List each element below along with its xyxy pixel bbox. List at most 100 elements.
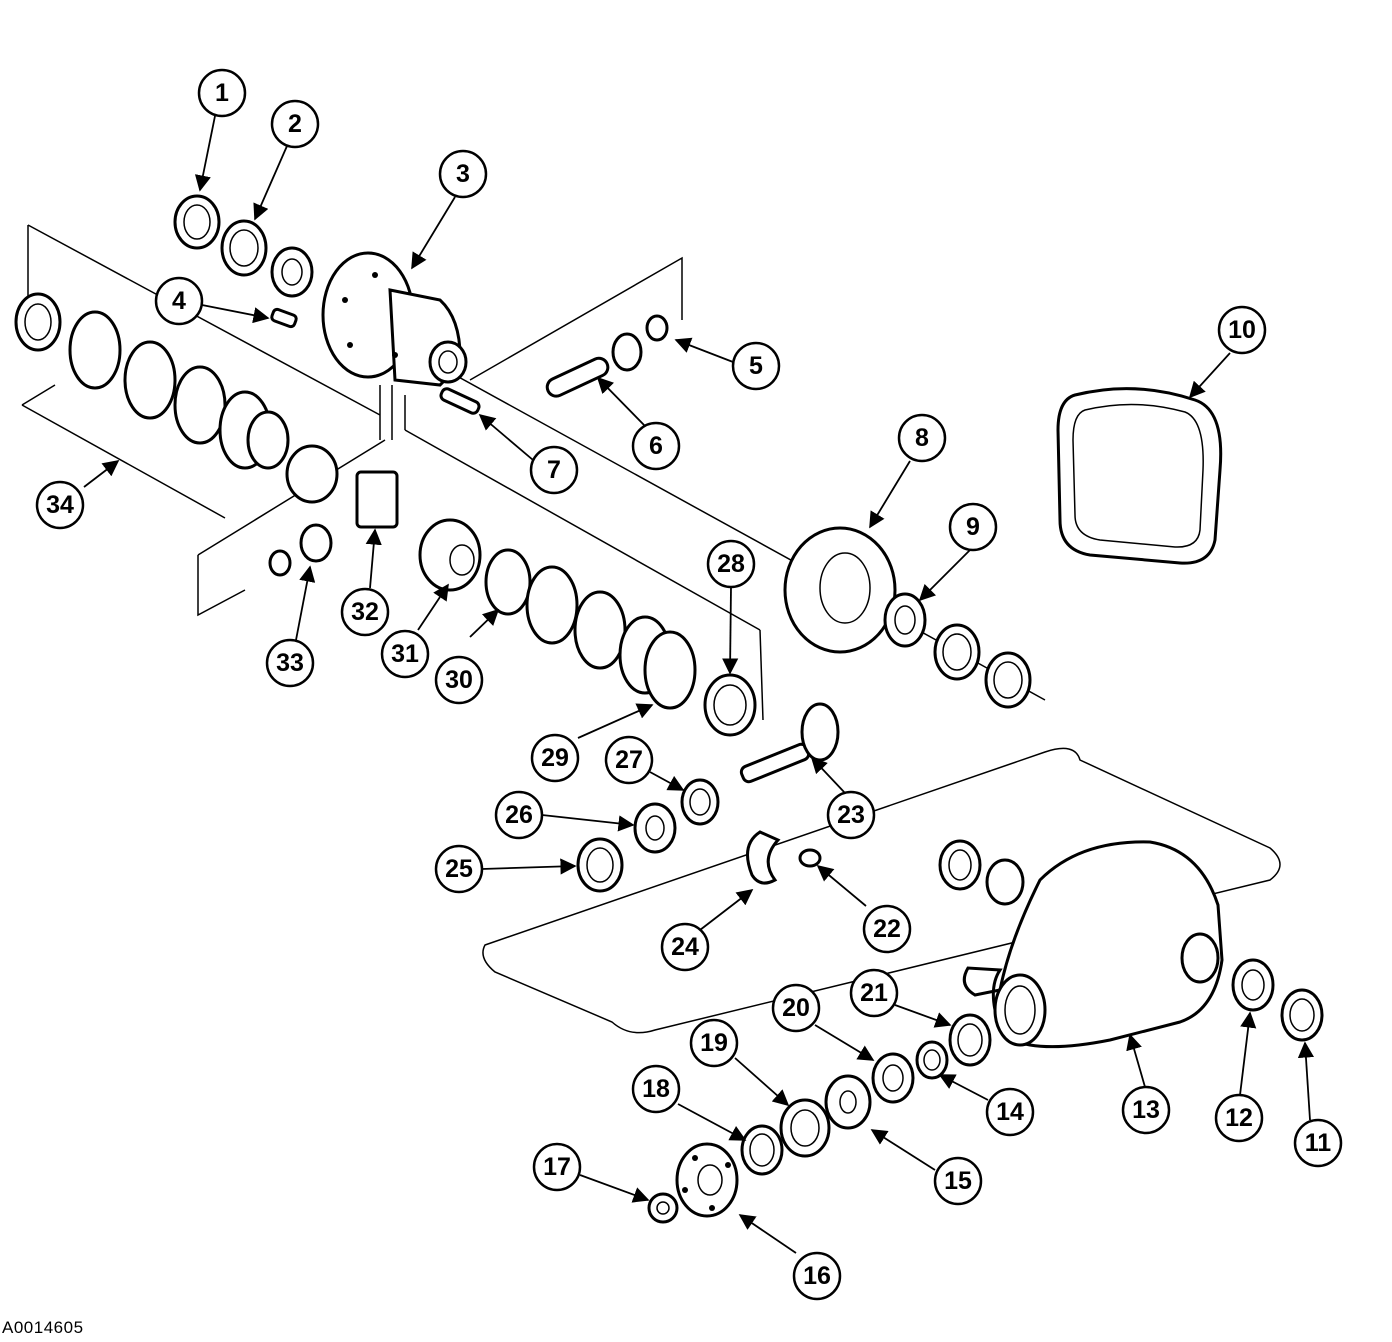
callout-22: [862, 904, 912, 954]
callout-label-11: 11: [1305, 1129, 1332, 1157]
callout-labels: 1 2 3 4 5 6 7 8 9 10 11 12 13 14 15 16 1…: [46, 79, 1331, 1290]
callout-label-13: 13: [1132, 1096, 1160, 1124]
callout-29: [530, 733, 580, 783]
callout-label-32: 32: [351, 598, 379, 626]
callout-11: [1293, 1118, 1343, 1168]
part-1-seal: [173, 194, 221, 250]
part-12-bearing: [1231, 958, 1275, 1012]
part-15-slinger: [824, 1074, 872, 1130]
callout-20: [771, 983, 821, 1033]
callout-18: [631, 1064, 681, 1114]
part-31-side-gear: [418, 518, 482, 592]
callout-label-33: 33: [276, 649, 304, 677]
part-20-bearing-cone: [871, 1052, 915, 1104]
callout-label-10: 10: [1228, 316, 1256, 344]
assembly-lines: [21, 224, 1281, 1034]
part-5-washer: [645, 314, 669, 342]
part-bearing-cup-right: [933, 623, 981, 681]
callout-26: [494, 790, 544, 840]
callout-label-30: 30: [445, 666, 473, 694]
callout-label-16: 16: [803, 1262, 831, 1290]
callout-13: [1121, 1085, 1171, 1135]
callout-9: [948, 502, 998, 552]
part-11-seal: [1280, 988, 1324, 1042]
part-34-clutch-pack-left: [14, 292, 290, 470]
callout-label-22: 22: [873, 915, 901, 943]
callout-label-21: 21: [860, 979, 888, 1007]
callout-label-25: 25: [445, 855, 473, 883]
callout-5: [731, 341, 781, 391]
callout-3: [438, 149, 488, 199]
callout-label-1: 1: [215, 79, 229, 107]
callout-circles: [35, 68, 1343, 1301]
callout-30: [434, 655, 484, 705]
callout-34: [35, 480, 85, 530]
callout-24: [660, 922, 710, 972]
part-21-bearing-cup: [948, 1013, 992, 1067]
part-26-bearing-cone: [633, 802, 677, 854]
part-9-bearing-cone: [883, 592, 927, 648]
callout-14: [985, 1087, 1035, 1137]
callout-label-31: 31: [391, 640, 419, 668]
part-8-ring-gear: [783, 526, 897, 654]
callout-1: [197, 68, 247, 118]
callout-label-5: 5: [749, 352, 763, 380]
callout-label-2: 2: [288, 110, 302, 138]
part-33-pinion: [268, 523, 333, 577]
callout-label-15: 15: [944, 1167, 972, 1195]
callout-label-34: 34: [46, 491, 74, 519]
part-27-bearing-cup: [680, 778, 720, 826]
callout-label-20: 20: [782, 994, 810, 1022]
callout-33: [265, 638, 315, 688]
part-2-bearing-cup: [220, 219, 268, 277]
callout-17: [532, 1142, 582, 1192]
part-25-bearing-cup: [576, 837, 624, 893]
callout-25: [434, 844, 484, 894]
callout-label-14: 14: [996, 1098, 1024, 1126]
callout-label-26: 26: [505, 801, 533, 829]
callout-2: [270, 99, 320, 149]
callout-23: [826, 790, 876, 840]
leader-arrows: [83, 115, 1315, 1254]
callout-16: [792, 1251, 842, 1301]
part-6-pinion-shaft: [545, 356, 610, 398]
callout-8: [897, 413, 947, 463]
callout-15: [933, 1156, 983, 1206]
callout-27: [604, 735, 654, 785]
callout-10: [1217, 305, 1267, 355]
callout-label-8: 8: [915, 424, 929, 452]
part-13-housing: [938, 839, 1224, 1049]
part-22-bolt: [798, 848, 822, 868]
callout-label-4: 4: [172, 287, 186, 315]
figure-id: A0014605: [2, 1318, 84, 1337]
part-24-shim: [746, 830, 781, 885]
callout-19: [689, 1018, 739, 1068]
part-19-seal: [779, 1098, 831, 1158]
callout-12: [1214, 1093, 1264, 1143]
part-4-bolt: [270, 307, 298, 329]
callout-label-3: 3: [456, 160, 470, 188]
part-18-deflector: [740, 1124, 784, 1176]
part-3-differential-case: [321, 251, 468, 387]
part-32-block: [355, 470, 399, 529]
part-30-clutch-pack-right: [484, 548, 697, 710]
callout-28: [706, 539, 756, 589]
callout-label-24: 24: [671, 933, 699, 961]
part-seal-right: [984, 651, 1032, 709]
callout-label-28: 28: [717, 550, 745, 578]
callout-label-17: 17: [543, 1153, 571, 1181]
callout-label-29: 29: [541, 744, 569, 772]
part-7-lock-bolt: [439, 387, 481, 415]
part-16-flange: [675, 1142, 739, 1218]
callout-label-27: 27: [615, 746, 643, 774]
part-side-gear-left: [285, 444, 339, 504]
part-pinion-gear-small: [611, 332, 643, 372]
callout-label-7: 7: [547, 456, 561, 484]
callout-31: [380, 629, 430, 679]
part-17-nut: [647, 1192, 679, 1224]
part-10-cover: [1056, 387, 1223, 565]
callout-6: [631, 421, 681, 471]
callout-label-6: 6: [649, 432, 663, 460]
callout-label-18: 18: [642, 1075, 670, 1103]
